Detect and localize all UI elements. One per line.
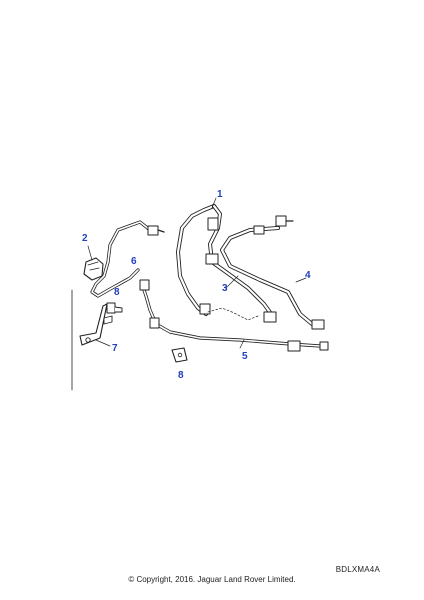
callout-8-lower: 8	[178, 370, 184, 381]
callout-3: 3	[222, 283, 228, 294]
callout-5: 5	[242, 351, 248, 362]
part-4-hose	[205, 215, 325, 330]
callout-8-upper: 8	[114, 287, 120, 298]
callout-6: 6	[131, 256, 137, 267]
callout-4: 4	[305, 270, 311, 281]
part-8-clip-upper	[106, 302, 123, 314]
leader-1	[211, 197, 217, 209]
callout-1: 1	[217, 189, 223, 200]
callout-2: 2	[82, 233, 88, 244]
part-8-clip-lower	[171, 347, 188, 363]
part-7-bracket	[79, 303, 113, 347]
part-5-pipe	[139, 279, 329, 352]
part-6-pipe	[90, 220, 165, 298]
callout-7: 7	[112, 343, 118, 354]
part-2-bracket	[83, 245, 104, 281]
diagram-code: BDLXMA4A	[335, 565, 380, 574]
copyright-notice: © Copyright, 2016. Jaguar Land Rover Lim…	[128, 575, 296, 584]
